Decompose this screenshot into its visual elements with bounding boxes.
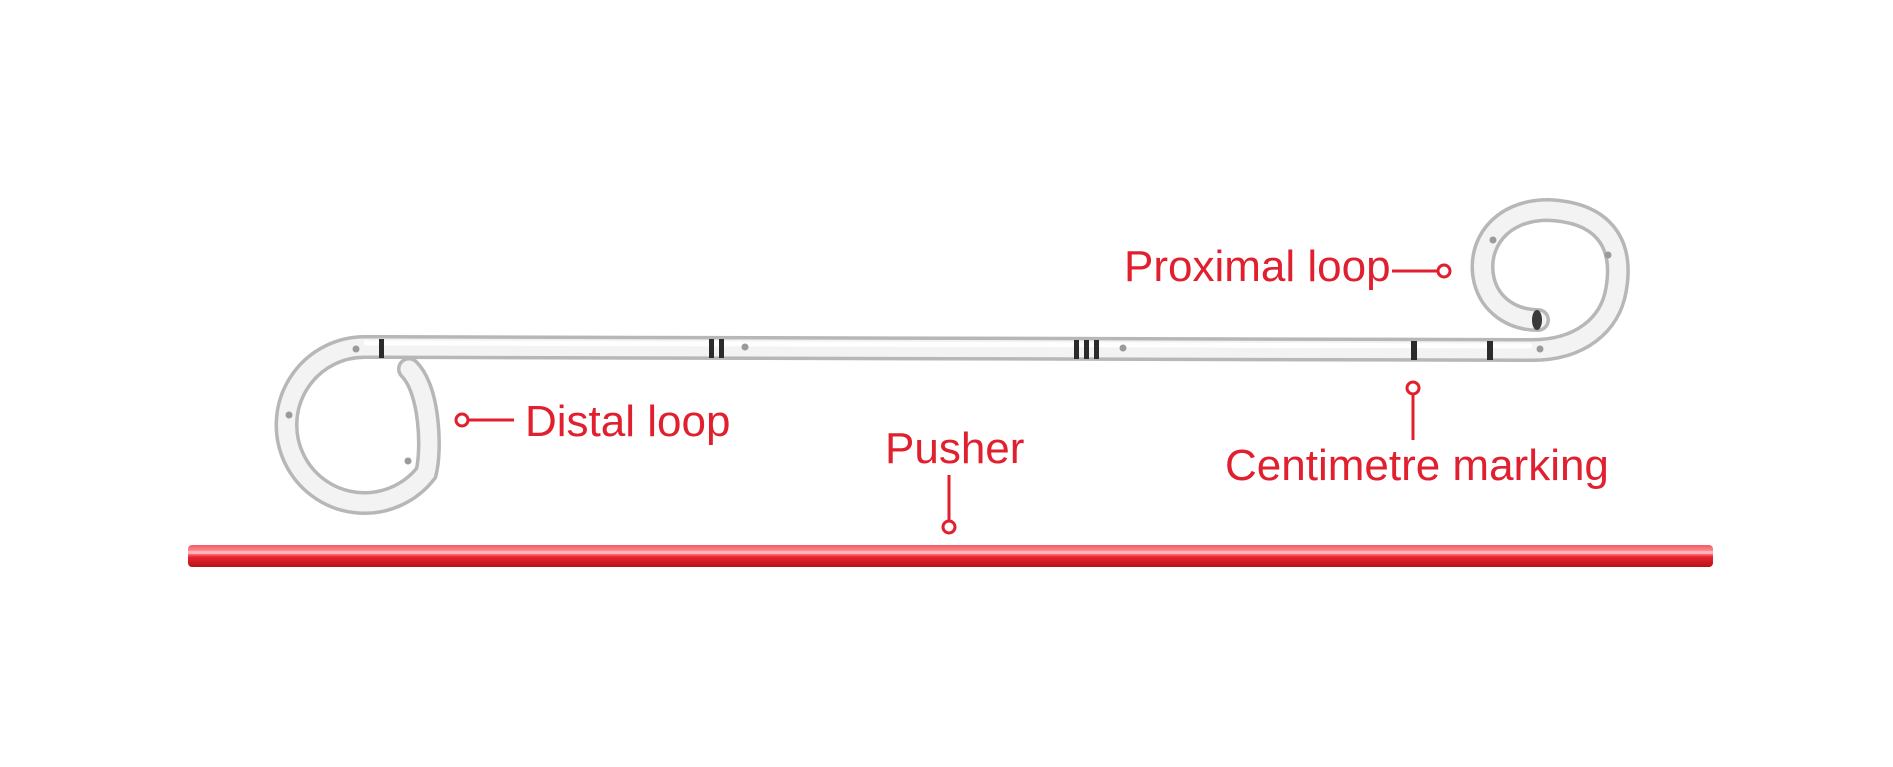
marking-3a xyxy=(1074,340,1079,359)
pusher-rod-highlight xyxy=(188,551,1713,554)
marking-5 xyxy=(1487,341,1493,360)
marking-4 xyxy=(1411,341,1417,360)
callout-proximal-loop: Proximal loop xyxy=(1124,242,1452,291)
pusher-rod-body xyxy=(188,545,1713,567)
marking-2b xyxy=(719,339,724,358)
callout-distal-loop: Distal loop xyxy=(454,397,730,446)
side-hole xyxy=(1536,345,1544,353)
centimetre-marking-label: Centimetre marking xyxy=(1225,441,1609,490)
side-hole xyxy=(285,411,293,419)
side-hole xyxy=(352,345,360,353)
callout-pusher: Pusher xyxy=(885,424,1024,535)
side-hole xyxy=(1604,251,1612,259)
callout-centimetre-marking: Centimetre marking xyxy=(1225,380,1609,490)
side-hole xyxy=(741,343,749,351)
side-hole xyxy=(1489,236,1497,244)
marking-3b xyxy=(1084,340,1089,359)
ureteral-stent xyxy=(274,197,1630,515)
proximal-loop-label: Proximal loop xyxy=(1124,242,1391,291)
centimetre-marking-leader-dot xyxy=(1405,380,1421,396)
distal-loop-leader-dot xyxy=(454,412,470,428)
side-holes xyxy=(285,236,1612,465)
marking-3c xyxy=(1094,340,1099,359)
marking-1 xyxy=(379,339,384,358)
proximal-tip-opening xyxy=(1532,310,1542,330)
centimetre-markings xyxy=(379,339,1493,360)
side-hole xyxy=(404,457,412,465)
side-hole xyxy=(1119,344,1127,352)
pusher-rod xyxy=(188,545,1713,567)
pusher-label: Pusher xyxy=(885,424,1024,473)
marking-2a xyxy=(709,339,714,358)
stent-tube-highlight xyxy=(363,340,1533,349)
distal-loop-label: Distal loop xyxy=(525,397,730,446)
pusher-leader-dot xyxy=(941,519,957,535)
stent-tube-body xyxy=(278,201,1627,512)
proximal-loop-leader-dot xyxy=(1436,263,1452,279)
